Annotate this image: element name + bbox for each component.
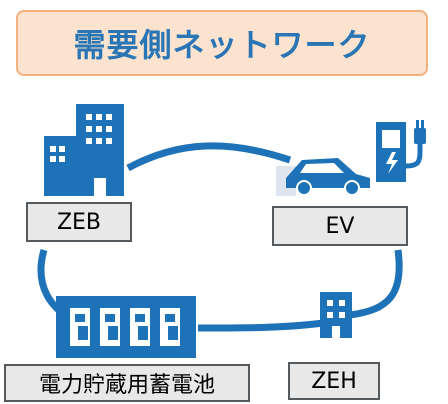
office-building-icon: [44, 104, 124, 196]
house-icon: [320, 292, 352, 338]
node-label-ev: EV: [272, 206, 408, 246]
node-label-zeh: ZEH: [288, 362, 380, 400]
link-ev-zeh: [349, 249, 403, 319]
node-label-zeb: ZEB: [26, 202, 132, 242]
battery-bank-icon: [56, 296, 196, 358]
link-zeh-storage: [197, 318, 331, 332]
link-zeb-ev: [126, 142, 292, 172]
node-label-storage: 電力貯蔵用蓄電池: [4, 364, 250, 402]
car-charger-icon: [276, 120, 426, 196]
title-banner: 需要側ネットワーク: [16, 10, 428, 76]
page-title: 需要側ネットワーク: [73, 26, 371, 64]
